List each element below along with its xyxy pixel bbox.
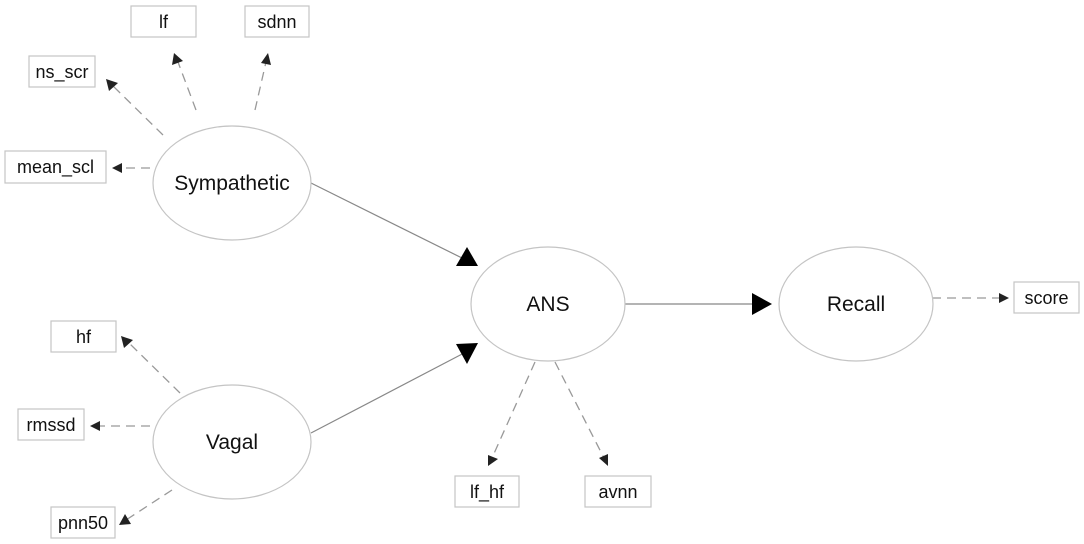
latent-node-recall: Recall bbox=[778, 246, 934, 362]
latent-label-recall: Recall bbox=[827, 293, 885, 316]
indicator-label-ns-scr: ns_scr bbox=[35, 62, 88, 83]
indicator-box-mean-scl: mean_scl bbox=[4, 150, 107, 184]
arrowhead-avnn bbox=[599, 454, 608, 466]
indicator-label-rmssd: rmssd bbox=[27, 415, 76, 435]
arrowhead-ns-scr bbox=[106, 79, 118, 91]
path-vagal-to-hf bbox=[127, 341, 181, 394]
indicator-box-sdnn: sdnn bbox=[244, 5, 310, 38]
indicator-box-lf: lf bbox=[130, 5, 197, 38]
latent-label-vagal: Vagal bbox=[206, 431, 258, 454]
latent-node-ans: ANS bbox=[470, 246, 626, 362]
path-sympathetic-to-ns-scr bbox=[111, 84, 164, 136]
indicator-box-avnn: avnn bbox=[584, 475, 652, 508]
arrowhead-pnn50 bbox=[119, 514, 131, 525]
indicator-label-lf-hf: lf_hf bbox=[470, 482, 505, 503]
indicator-label-sdnn: sdnn bbox=[257, 12, 296, 32]
indicator-box-lf-hf: lf_hf bbox=[454, 475, 520, 508]
arrowhead-vagal-to-ans bbox=[456, 343, 478, 364]
arrowhead-sympathetic-to-ans bbox=[456, 247, 478, 266]
latent-label-sympathetic: Sympathetic bbox=[174, 172, 290, 195]
indicator-label-hf: hf bbox=[76, 327, 92, 347]
path-sympathetic-to-lf bbox=[177, 61, 197, 111]
arrowhead-hf bbox=[121, 336, 133, 348]
indicator-box-pnn50: pnn50 bbox=[50, 506, 116, 539]
arrowhead-rmssd bbox=[90, 421, 100, 431]
indicator-box-hf: hf bbox=[50, 320, 117, 353]
arrowhead-mean-scl bbox=[112, 163, 122, 173]
path-vagal-to-ans bbox=[310, 351, 467, 434]
arrowhead-sdnn bbox=[261, 53, 271, 65]
arrowhead-score bbox=[999, 293, 1009, 303]
indicator-label-score: score bbox=[1024, 288, 1068, 308]
path-vagal-to-pnn50 bbox=[125, 489, 173, 521]
arrowhead-ans-to-recall bbox=[752, 293, 772, 315]
latent-node-vagal: Vagal bbox=[152, 384, 312, 500]
indicator-label-avnn: avnn bbox=[598, 482, 637, 502]
arrowhead-lf bbox=[172, 53, 183, 65]
indicator-box-ns-scr: ns_scr bbox=[28, 55, 96, 88]
arrowhead-lf-hf bbox=[488, 455, 498, 466]
indicator-label-mean-scl: mean_scl bbox=[17, 157, 94, 178]
indicator-box-rmssd: rmssd bbox=[17, 408, 85, 441]
path-sympathetic-to-sdnn bbox=[254, 61, 267, 111]
indicator-label-pnn50: pnn50 bbox=[58, 513, 108, 533]
indicator-box-score: score bbox=[1013, 281, 1080, 314]
path-ans-to-lf-hf bbox=[491, 361, 536, 459]
latent-label-ans: ANS bbox=[526, 293, 569, 316]
latent-node-sympathetic: Sympathetic bbox=[152, 125, 312, 241]
path-sympathetic-to-ans bbox=[310, 182, 467, 261]
path-ans-to-avnn bbox=[554, 361, 605, 459]
indicator-label-lf: lf bbox=[159, 12, 169, 32]
